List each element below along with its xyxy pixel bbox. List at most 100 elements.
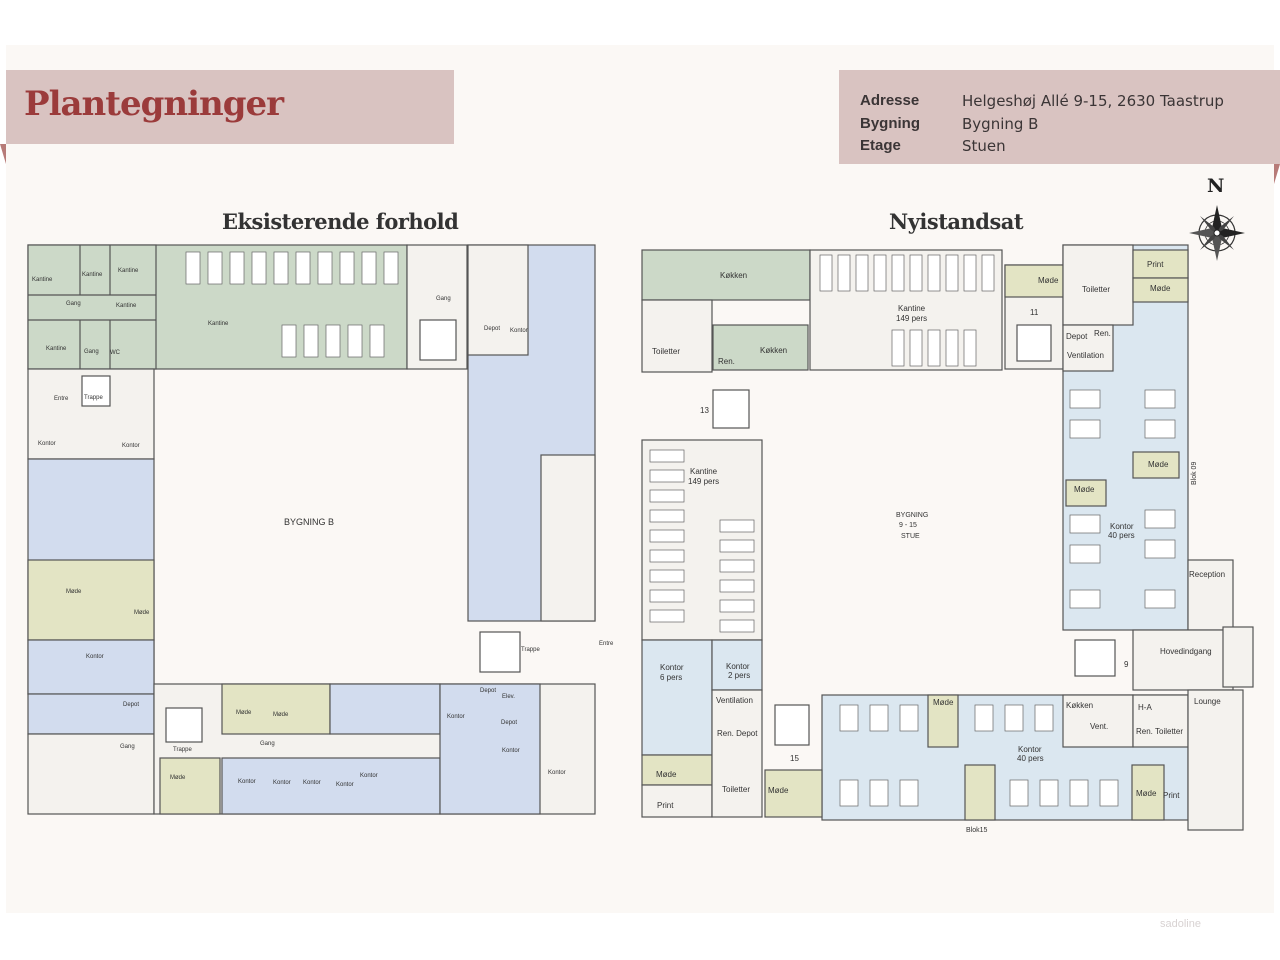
svg-text:Print: Print [657, 801, 674, 810]
svg-text:Hovedindgang: Hovedindgang [1160, 647, 1212, 656]
renovated-plan [641, 244, 1254, 831]
svg-text:Kontor: Kontor [336, 782, 354, 788]
svg-text:Kontor: Kontor [273, 780, 291, 786]
svg-text:Kontor: Kontor [548, 770, 566, 776]
svg-text:Depot: Depot [123, 702, 139, 708]
svg-text:Møde: Møde [1148, 460, 1169, 469]
svg-text:Møde: Møde [1136, 789, 1157, 798]
ribbon-fold-right [1274, 164, 1280, 184]
svg-text:Kantine: Kantine [46, 346, 67, 352]
svg-text:Depot: Depot [501, 720, 517, 726]
svg-text:Kontor: Kontor [360, 773, 378, 779]
svg-text:Depot: Depot [1066, 332, 1088, 341]
svg-text:13: 13 [700, 406, 709, 415]
svg-text:Kontor: Kontor [660, 663, 684, 672]
info-value: Bygning B [962, 115, 1039, 133]
ribbon-fold-left [0, 144, 6, 164]
svg-text:9: 9 [1124, 660, 1129, 669]
svg-text:Gang: Gang [260, 741, 275, 747]
svg-text:Toiletter: Toiletter [1082, 285, 1110, 294]
info-key: Etage [860, 137, 901, 154]
info-value: Helgeshøj Allé 9-15, 2630 Taastrup [962, 92, 1224, 110]
svg-text:Møde: Møde [933, 698, 954, 707]
svg-text:Kantine: Kantine [208, 321, 229, 327]
svg-text:Kontor: Kontor [447, 714, 465, 720]
svg-text:Gang: Gang [84, 349, 99, 355]
svg-text:Kontor: Kontor [502, 748, 520, 754]
svg-text:Kantine: Kantine [690, 467, 718, 476]
svg-text:Kontor: Kontor [238, 779, 256, 785]
svg-text:Ventilation: Ventilation [1067, 351, 1104, 360]
svg-text:Gang: Gang [436, 296, 451, 302]
svg-text:149 pers: 149 pers [688, 477, 719, 486]
svg-text:Lounge: Lounge [1194, 697, 1221, 706]
svg-text:H-A: H-A [1138, 703, 1152, 712]
svg-text:Reception: Reception [1189, 570, 1225, 579]
svg-text:Kantine: Kantine [82, 272, 103, 278]
svg-text:Elev.: Elev. [502, 694, 515, 700]
svg-text:Ren.: Ren. [1094, 329, 1111, 338]
svg-text:Møde: Møde [1038, 276, 1059, 285]
svg-text:Møde: Møde [656, 770, 677, 779]
svg-text:Toiletter: Toiletter [722, 785, 750, 794]
svg-text:Print: Print [1163, 791, 1180, 800]
svg-text:Blok15: Blok15 [966, 827, 988, 834]
building-b-label: BYGNING B [284, 517, 334, 527]
svg-text:Kantine: Kantine [898, 304, 926, 313]
svg-text:Kontor: Kontor [122, 443, 140, 449]
svg-text:Møde: Møde [134, 610, 150, 616]
svg-text:Møde: Møde [1150, 284, 1171, 293]
svg-text:Ren.: Ren. [718, 357, 735, 366]
svg-text:Toiletter: Toiletter [1155, 727, 1183, 736]
svg-text:Møde: Møde [273, 712, 289, 718]
building-label-line3: STUE [901, 533, 920, 540]
existing-plan [27, 244, 596, 815]
title-band [6, 70, 454, 144]
svg-text:Køkken: Køkken [720, 271, 747, 280]
svg-text:40 pers: 40 pers [1108, 531, 1135, 540]
building-label-line1: BYGNING [896, 512, 928, 519]
svg-text:6 pers: 6 pers [660, 673, 682, 682]
existing-plan-title: Eksisterende forhold [222, 209, 459, 234]
svg-text:Møde: Møde [66, 589, 82, 595]
svg-text:Møde: Møde [236, 710, 252, 716]
svg-text:Gang: Gang [120, 744, 135, 750]
page-title: Plantegninger [24, 84, 284, 124]
svg-text:Ren.: Ren. [1136, 727, 1153, 736]
svg-text:Møde: Møde [170, 775, 186, 781]
svg-text:Kontor: Kontor [1110, 522, 1134, 531]
info-panel [839, 70, 1280, 164]
svg-text:Kantine: Kantine [118, 268, 139, 274]
info-key: Adresse [860, 92, 920, 109]
svg-text:Depot: Depot [484, 326, 500, 332]
svg-text:Køkken: Køkken [1066, 701, 1093, 710]
info-key: Bygning [860, 115, 920, 132]
info-value: Stuen [962, 137, 1006, 155]
svg-text:15: 15 [790, 754, 799, 763]
svg-text:Kontor: Kontor [1018, 745, 1042, 754]
svg-text:Blok 09: Blok 09 [1191, 462, 1198, 485]
watermark: sadoline [1160, 918, 1201, 930]
svg-text:Gang: Gang [66, 301, 81, 307]
compass-rose-icon [1189, 205, 1245, 261]
svg-text:149 pers: 149 pers [896, 314, 927, 323]
svg-text:Kontor: Kontor [510, 328, 528, 334]
svg-text:Trappe: Trappe [84, 395, 103, 401]
svg-text:Ventilation: Ventilation [716, 696, 753, 705]
renovated-plan-title: Nyistandsat [889, 209, 1024, 234]
svg-text:Print: Print [1147, 260, 1164, 269]
svg-text:40 pers: 40 pers [1017, 754, 1044, 763]
svg-text:Entre: Entre [54, 396, 69, 402]
svg-text:WC: WC [110, 350, 121, 356]
svg-text:Vent.: Vent. [1090, 722, 1108, 731]
svg-text:Entre: Entre [599, 641, 614, 647]
svg-text:Møde: Møde [1074, 485, 1095, 494]
svg-text:Ren. Depot: Ren. Depot [717, 729, 758, 738]
svg-text:Kantine: Kantine [116, 303, 137, 309]
svg-text:2 pers: 2 pers [728, 671, 750, 680]
svg-text:Kantine: Kantine [32, 277, 53, 283]
svg-text:Kontor: Kontor [303, 780, 321, 786]
